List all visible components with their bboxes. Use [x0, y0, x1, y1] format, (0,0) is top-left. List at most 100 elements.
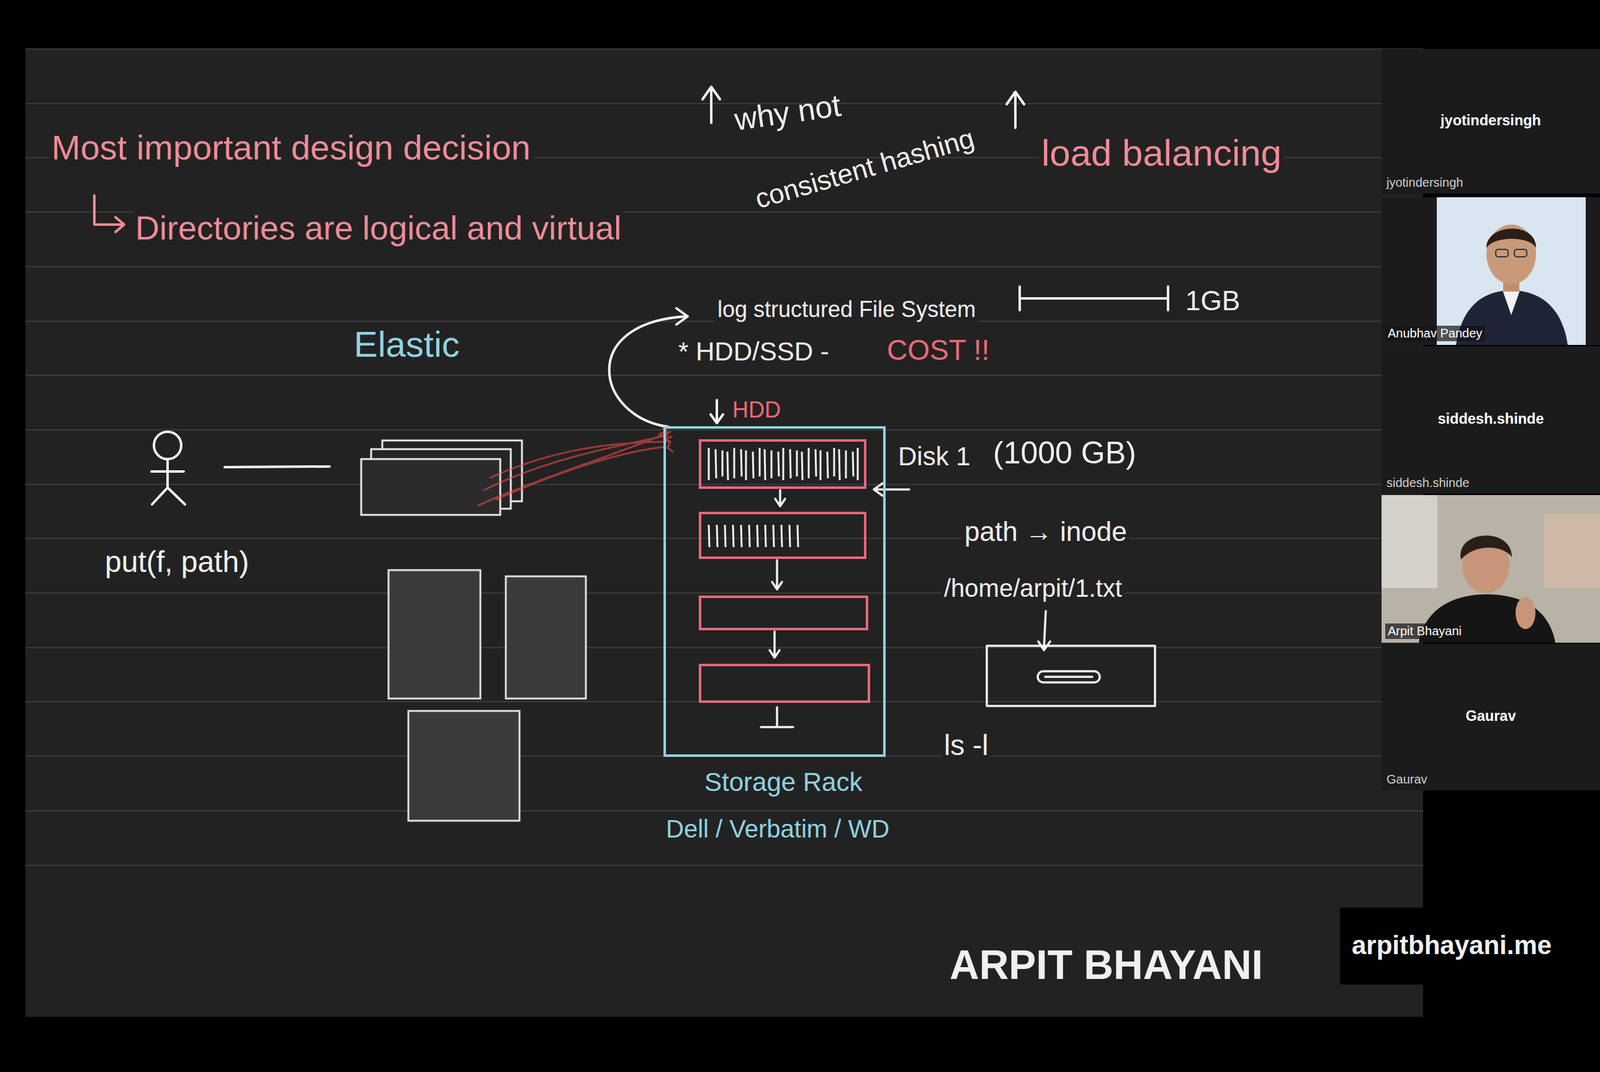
ruled-line [25, 49, 1424, 866]
disk-data-block [721, 450, 724, 477]
disk-label: Disk 1 [895, 441, 974, 472]
mapping-note: path → inode [961, 516, 1130, 549]
disk-data-block [708, 525, 710, 548]
disk-data-block [759, 448, 761, 477]
room-wall [1381, 495, 1438, 589]
participant-photo [1381, 197, 1600, 346]
face [1486, 224, 1537, 285]
disk-drive [700, 513, 866, 558]
disk-data-block [745, 450, 748, 481]
server-box [388, 570, 586, 822]
highlight-scribble [496, 446, 666, 500]
disk-data-block [781, 525, 783, 548]
ruled-line [25, 538, 1424, 540]
disk-data-block [796, 450, 799, 477]
disk-data-block [778, 451, 779, 477]
disk-data-block [852, 451, 854, 477]
ruled-line [25, 266, 1424, 268]
glasses [1495, 249, 1509, 257]
disk-data-block [833, 448, 836, 477]
photo-ground [1436, 197, 1586, 346]
chain-arrow [760, 707, 794, 728]
ruled-line [25, 103, 1424, 105]
disk-data-block [741, 449, 742, 477]
pointer-arrow [1006, 91, 1025, 128]
design-note: Directories are logical and virtual [132, 208, 624, 248]
topic-note: load balancing [1038, 131, 1285, 175]
whiteboard [25, 49, 1424, 1018]
pointer-arrow [702, 86, 720, 123]
watermark: ARPIT BHAYANI [947, 942, 1266, 990]
chain-arrow [873, 483, 910, 496]
disk-data-block [741, 525, 742, 548]
disk-drive [700, 597, 868, 630]
disk-data-block [845, 450, 848, 479]
down-arrow [710, 400, 724, 424]
shirt [1502, 290, 1520, 316]
participant-tile: GauravGaurav [1381, 644, 1600, 791]
disk-data-block [749, 525, 750, 548]
chain-arrow [760, 483, 910, 728]
server-stack [361, 440, 522, 516]
scaling-note: Elastic [351, 323, 463, 366]
heading-note: Most important design decision [49, 127, 534, 168]
tile-caption: Anubhav Pandey [1385, 325, 1485, 342]
ruled-line [25, 429, 1424, 431]
disk-data-block [716, 525, 718, 548]
ruled-line [25, 647, 1424, 649]
curved-arrow [609, 316, 687, 427]
photo-ground [1381, 495, 1600, 643]
cost-note: COST !! [884, 333, 992, 367]
disk-data-block [765, 525, 766, 548]
disk-data-block [827, 451, 828, 479]
disk-data-block [789, 525, 791, 548]
vendor-label: Dell / Verbatim / WD [663, 814, 892, 844]
disk-data-block [727, 451, 729, 481]
disk-drive [700, 665, 869, 702]
highlight-scribble [659, 428, 673, 452]
disk-data-block [839, 449, 840, 481]
server-box [388, 570, 481, 699]
disk-data-block [819, 450, 822, 481]
url-badge [1339, 907, 1600, 985]
disk-data-block [808, 448, 810, 479]
ruled-line [25, 592, 1424, 594]
disk-data-block [797, 525, 799, 548]
storage-rack: Storage RackDell / Verbatim / WD [663, 426, 886, 758]
participant-tile: Arpit Bhayani [1381, 495, 1600, 643]
disk-data-block [801, 451, 803, 481]
inode-sketch [1038, 611, 1051, 651]
down-arrow [710, 400, 724, 424]
storage-note: * HDD/SSD - [675, 337, 832, 367]
ruled-line [25, 48, 1424, 50]
glasses [1514, 249, 1527, 257]
api-call: put(f, path) [102, 544, 252, 580]
disk-data-block [715, 449, 717, 479]
disk-data-block [733, 448, 736, 479]
disk-data-block [782, 448, 785, 481]
ruled-line [25, 865, 1424, 867]
tile-name: siddesh.shinde [1381, 410, 1600, 428]
disk-drive [700, 440, 866, 488]
size-bracket [1019, 286, 1169, 311]
participant-photo [1381, 495, 1600, 643]
chain-arrow [775, 490, 786, 507]
hook-arrow [94, 195, 125, 233]
highlight-scribble [477, 428, 673, 506]
disk-data-block [764, 449, 766, 481]
chain-arrow [772, 560, 783, 590]
curved-arrow [676, 308, 688, 325]
room-shelf [1544, 513, 1600, 589]
drive-type: HDD [729, 397, 784, 423]
chain-arrow [769, 631, 780, 658]
highlight-scribble [477, 431, 671, 506]
disk-drive [700, 440, 869, 702]
hair [1460, 535, 1512, 560]
file-path: /home/arpit/1.txt [941, 574, 1125, 603]
disk-data-block [857, 448, 859, 481]
server-box [408, 711, 520, 822]
ruled-line [25, 484, 1424, 486]
highlight-scribble [490, 441, 670, 478]
url-label: arpitbhayani.me [1349, 930, 1555, 961]
